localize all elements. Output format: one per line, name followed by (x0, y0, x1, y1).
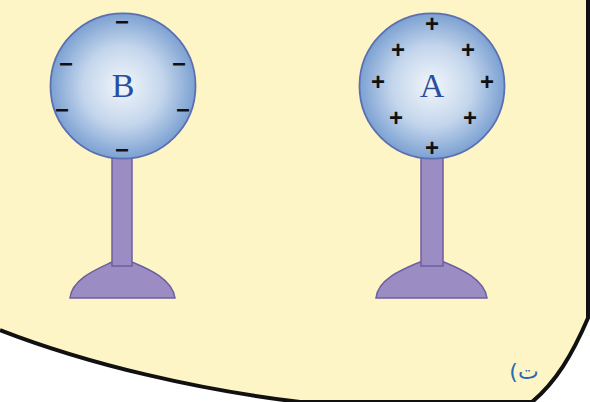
charge-sign: + (371, 70, 385, 94)
charge-sign: − (55, 98, 69, 122)
charge-sign: − (115, 10, 129, 34)
charge-sign: + (480, 70, 494, 94)
charge-sign: − (59, 52, 73, 76)
stand-a (376, 150, 487, 298)
charge-sign: + (425, 12, 439, 36)
stand-b (70, 150, 175, 298)
figure-tag: ت) (509, 361, 538, 383)
charge-sign: + (391, 38, 405, 62)
charge-sign: + (461, 38, 475, 62)
charge-sign: − (172, 52, 186, 76)
charge-sign: + (425, 136, 439, 160)
charge-sign: + (389, 106, 403, 130)
charge-sign: − (176, 98, 190, 122)
charge-sign: + (463, 106, 477, 130)
panel-border (300, 400, 532, 402)
charge-sign: − (115, 138, 129, 162)
